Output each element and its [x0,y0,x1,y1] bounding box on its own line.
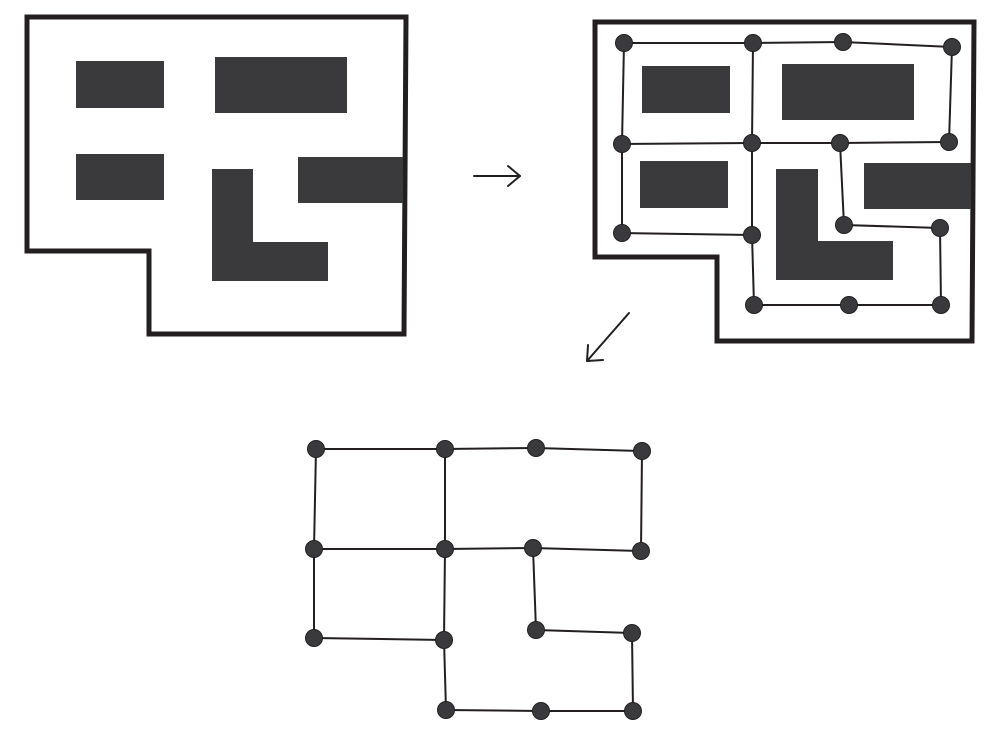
graph-node-n1 [615,34,633,52]
graph-edge-n1-n5 [313,448,317,550]
graph-node-n9 [305,629,323,647]
obstacle-block [782,64,914,120]
graph-node-n2 [436,440,454,458]
obstacle-l-block [776,169,893,280]
overlay-graph-nodes [613,33,961,314]
graph-edge-n2-n6 [751,42,754,144]
graph-node-n11 [527,621,545,639]
graph-node-n2 [744,34,762,52]
graph-edge-n11-n12 [535,629,633,634]
graph-node-n8 [940,133,958,151]
graph-edge-n7-n11 [839,142,845,226]
graph-edge-n7-n8 [532,547,642,552]
extracted-graph-panel [305,439,651,720]
graph-node-n5 [305,540,323,558]
graph-node-n8 [632,542,650,560]
graph-edge-n9-n10 [621,232,753,236]
graph-node-n6 [436,540,454,558]
floor-plan-panel [24,14,409,337]
graph-node-n5 [613,135,631,153]
graph-edge-n14-n15 [445,709,542,712]
overlay-graph-edges [621,41,953,306]
graph-edge-n10-n14 [751,234,755,306]
graph-node-n10 [743,226,761,244]
graph-edge-n6-n10 [443,548,446,641]
graph-edge-n7-n11 [532,547,537,631]
floor-plan-obstacles [76,57,403,281]
graph-node-n3 [527,439,545,457]
graph-node-n7 [831,134,849,152]
obstacle-block [642,66,730,113]
graph-edge-n12-n16 [631,632,634,712]
graph-node-n1 [307,440,325,458]
floor-plan-with-graph-panel [592,19,977,344]
graph-edge-n3-n4 [842,41,953,48]
graph-node-n15 [532,702,550,720]
graph-node-n11 [835,216,853,234]
obstacle-block [76,154,164,200]
graph-edge-n4-n8 [640,450,643,552]
graph-node-n16 [932,296,950,314]
obstacle-block [76,61,164,108]
obstacle-block [215,57,347,113]
graph-edge-n6-n7 [444,547,534,550]
graph-node-n9 [613,224,631,242]
extracted-graph-edges [313,447,643,712]
graph-edge-n4-n8 [948,46,953,143]
graph-node-n4 [633,442,651,460]
graph-node-n3 [834,33,852,51]
graph-edge-n10-n14 [443,639,447,711]
graph-edge-n5-n6 [621,142,753,145]
obstacle-block [640,161,728,208]
graph-edge-n9-n10 [313,637,445,641]
graph-edge-n7-n8 [839,141,950,144]
graph-edge-n2-n3 [752,41,844,44]
graph-edge-n11-n12 [843,224,941,229]
floor-plan-with-graph-obstacles [640,64,971,280]
extracted-graph-nodes [305,439,651,720]
arrow-down-left-icon [586,312,630,362]
arrow-right-icon [473,165,521,187]
graph-edge-n2-n3 [444,447,537,450]
graph-edge-n3-n4 [535,447,643,452]
graph-node-n16 [624,702,642,720]
graph-node-n14 [745,296,763,314]
obstacle-block [864,163,971,209]
graph-node-n15 [840,296,858,314]
graph-edge-n12-n16 [939,227,942,306]
graph-node-n6 [743,134,761,152]
graph-node-n12 [623,624,641,642]
graph-node-n4 [943,38,961,56]
graph-node-n10 [435,631,453,649]
graph-node-n7 [524,539,542,557]
graph-edge-n1-n5 [621,42,625,145]
graph-node-n12 [931,219,949,237]
graph-node-n14 [437,701,455,719]
obstacle-block [298,157,403,203]
obstacle-l-block [212,169,328,281]
